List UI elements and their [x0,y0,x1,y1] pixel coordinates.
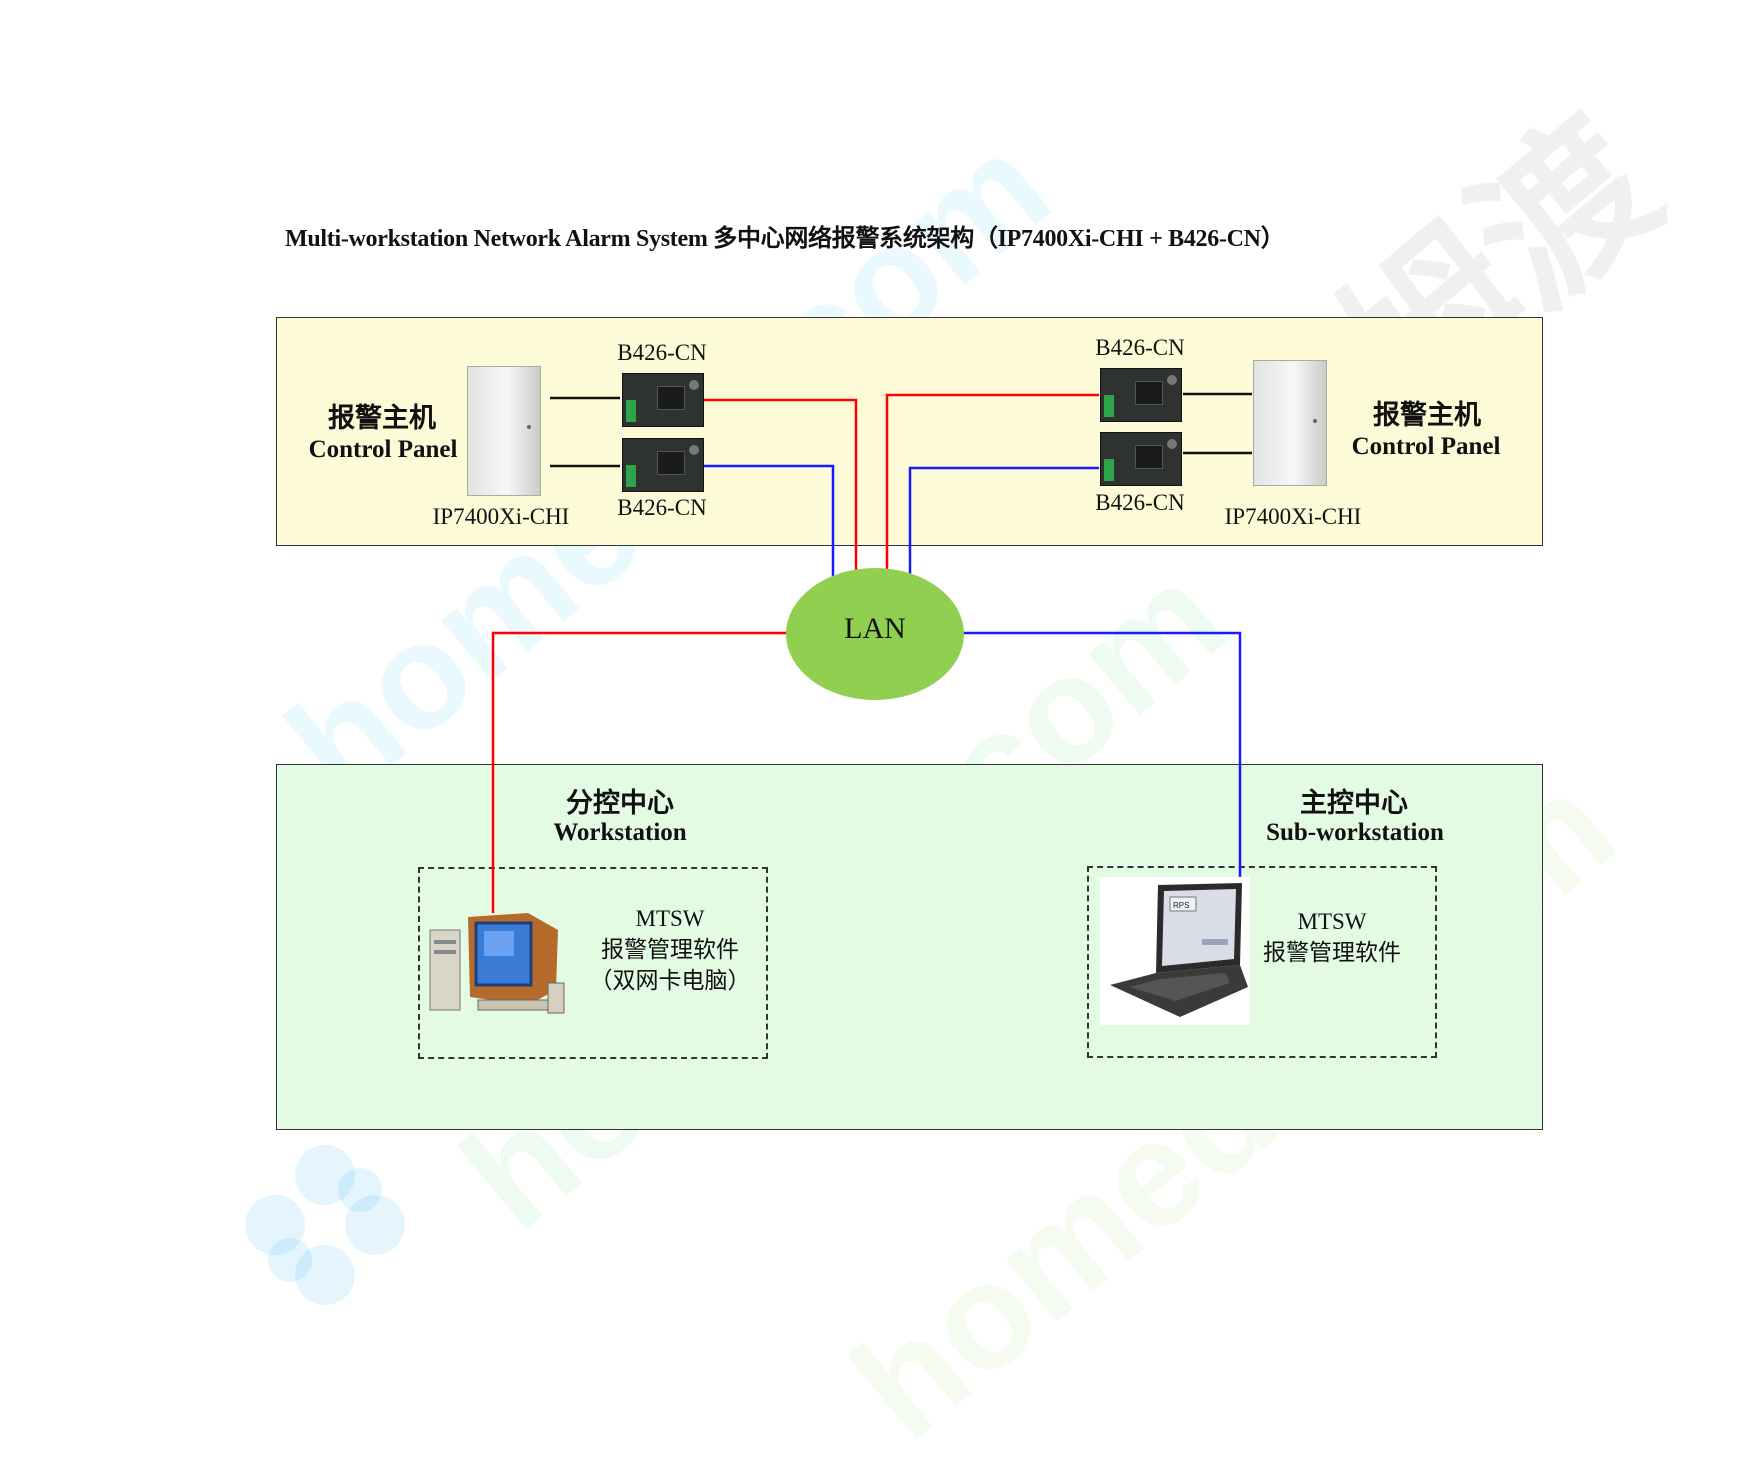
wire-red-to-workstation [491,631,787,913]
workstation-note: （双网卡电脑） [589,968,751,993]
module-left-lower-label: B426-CN [617,495,707,520]
right-panel-label-en: Control Panel [1351,433,1501,460]
module-right-lower-label: B426-CN [1095,490,1185,515]
module-left-upper-board [622,373,704,427]
desktop-computer-icon [429,913,565,1014]
left-panel-model: IP7400Xi-CHI [432,504,570,529]
wire-blue-to-sub-workstation [963,631,1242,880]
laptop-screen-text: RPS [1173,901,1189,910]
sub-workstation-software-cn: 报警管理软件 [1263,940,1401,965]
right-panel-model: IP7400Xi-CHI [1224,504,1362,529]
lan-label: LAN [844,612,906,645]
module-right-upper-label: B426-CN [1095,335,1185,360]
sub-workstation-software-name: MTSW [1297,909,1367,934]
diagram-title: Multi-workstation Network Alarm System 多… [285,226,1285,252]
wire-blue-left-module [703,464,835,580]
left-panel-label-en: Control Panel [308,436,458,463]
workstation-box [418,867,768,1059]
laptop-computer-icon: RPS [1110,883,1248,1017]
workstation-label-en: Workstation [553,819,687,846]
module-left-upper-label: B426-CN [617,340,707,365]
sub-workstation-label-en: Sub-workstation [1266,819,1444,846]
module-right-lower-board [1100,432,1182,486]
sub-workstation-box [1087,866,1437,1058]
right-control-panel-cabinet [1253,360,1327,486]
wire-red-left-module [703,398,858,578]
wire-blue-right-module [908,466,1099,580]
module-right-upper-board [1100,368,1182,422]
wire-red-right-module [885,393,1099,578]
right-panel-label-cn: 报警主机 [1373,400,1481,430]
network-wiring [491,392,1252,913]
workstation-label-cn: 分控中心 [566,788,674,818]
lan-cloud [786,568,964,700]
sub-workstation-label-cn: 主控中心 [1300,788,1408,818]
left-control-panel-cabinet [467,366,541,496]
workstation-software-name: MTSW [635,906,705,931]
module-left-lower-board [622,438,704,492]
left-panel-label-cn: 报警主机 [328,403,436,433]
workstation-software-cn: 报警管理软件 [601,937,739,962]
